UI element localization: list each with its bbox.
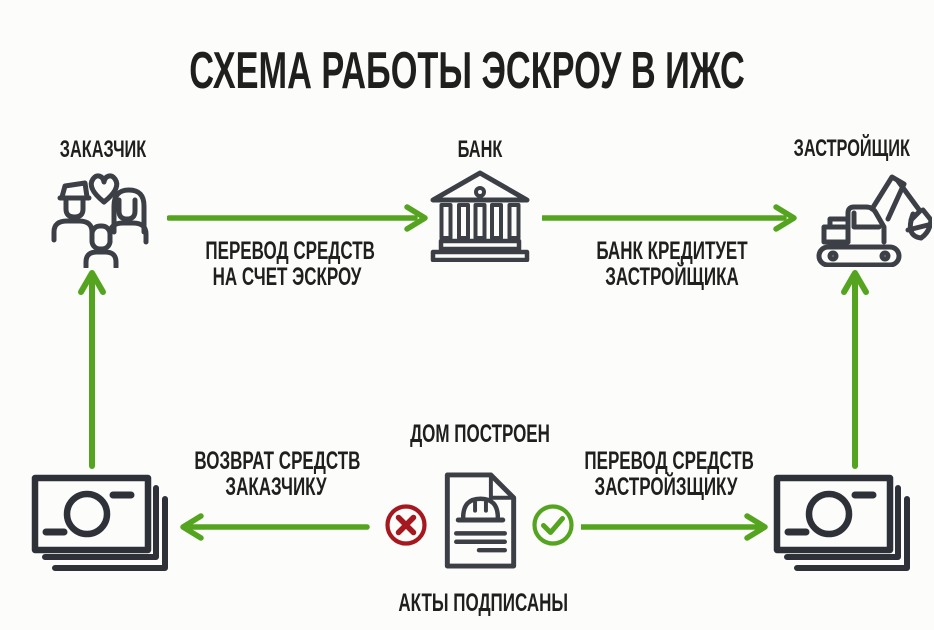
arrow-refund-to-customer: [179, 511, 371, 543]
flow-label-escrow-deposit: ПЕРЕВОД СРЕДСТВ НА СЧЕТ ЭСКРОУ: [205, 237, 375, 291]
construction-act-document-icon: [442, 471, 519, 570]
flow-label-bank-credit: БАНК КРЕДИТУЕТ ЗАСТРОЙЩИКА: [596, 237, 748, 291]
banknotes-right-icon: [772, 474, 919, 576]
excavator-icon: [800, 166, 932, 267]
developer-label: ЗАСТРОЙЩИК: [793, 135, 910, 162]
bank-label: БАНК: [457, 136, 503, 163]
flow-label-payout: ПЕРЕВОД СРЕДСТВ ЗАСТРОЙЗЩИКУ: [584, 447, 754, 501]
cross-circle-icon: [384, 503, 428, 547]
arrow-money-to-developer: [839, 268, 871, 470]
house-built-label: ДОМ ПОСТРОЕН: [410, 420, 550, 448]
customer-label: ЗАКАЗЧИК: [59, 136, 147, 163]
flow-label-refund: ВОЗВРАТ СРЕДСТВ ЗАКАЗЧИКУ: [194, 447, 361, 501]
arrow-money-to-customer: [76, 268, 108, 470]
family-icon: [48, 170, 152, 268]
bank-building-icon: [430, 170, 530, 262]
page-title: СХЕМА РАБОТЫ ЭСКРОУ В ИЖС: [189, 42, 745, 100]
arrow-bank-to-developer: [542, 202, 798, 234]
acts-signed-label: АКТЫ ПОДПИСАНЫ: [398, 589, 569, 617]
banknotes-left-icon: [30, 474, 177, 576]
arrow-payout-to-developer: [581, 511, 769, 543]
check-circle-icon: [531, 503, 575, 547]
arrow-customer-to-bank: [167, 202, 430, 234]
